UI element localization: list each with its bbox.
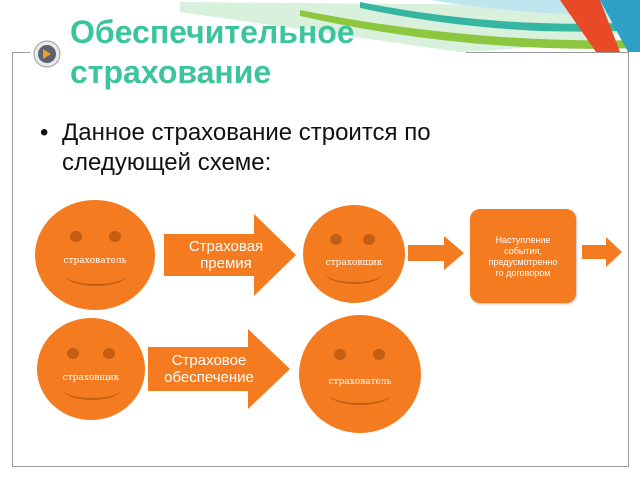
- arrow-to-event: [408, 236, 464, 270]
- arrow-from-event: [582, 237, 622, 267]
- smiley-insured-row1: страхователь: [35, 200, 155, 310]
- smiley-mouth: [329, 383, 391, 405]
- event-line-3: предусмотренно: [488, 257, 558, 267]
- arrow-label-line-1: Страховая: [188, 238, 264, 255]
- frame-border-top-right: [466, 52, 628, 53]
- smiley-insurer-row1: страховщик: [303, 205, 405, 303]
- smiley-eye-right: [363, 234, 375, 245]
- bullet-text: Данное страхование строится по следующей…: [62, 118, 542, 178]
- arrow-shape: [148, 329, 290, 409]
- event-text: Наступление события, предусмотренно го д…: [474, 235, 572, 279]
- event-line-2: события,: [504, 246, 542, 256]
- bullet-line-2: следующей схеме:: [62, 149, 272, 176]
- arrow-label-line-2: обеспечение: [164, 369, 254, 386]
- smiley-eye-right: [103, 348, 115, 359]
- smiley-insurer-row2: страховщик: [37, 318, 145, 420]
- arrow-label-line-1: Страховое: [171, 352, 247, 369]
- smiley-label: страхователь: [63, 256, 127, 266]
- smiley-eye-left: [67, 348, 79, 359]
- frame-border-left: [12, 52, 13, 467]
- page-title: Обеспечительное страхование: [70, 12, 460, 92]
- arrow-insurance-security: Страховое обеспечение: [148, 329, 290, 409]
- smiley-eye-right: [109, 231, 121, 242]
- arrow-label: Страховое обеспечение: [148, 352, 270, 386]
- bullet-line-1: Данное страхование строится по: [62, 119, 431, 146]
- smiley-mouth: [65, 264, 127, 286]
- smiley-eye-left: [330, 234, 342, 245]
- smiley-label: страхователь: [328, 377, 392, 387]
- event-box: Наступление события, предусмотренно го д…: [470, 209, 576, 303]
- smiley-eye-left: [334, 349, 346, 360]
- arrow-shape: [164, 214, 296, 296]
- arrow-badge-icon: [33, 40, 61, 68]
- decorative-swoosh: [180, 0, 640, 52]
- frame-border-top-left: [12, 52, 30, 53]
- smiley-insured-row2: страхователь: [299, 315, 421, 433]
- event-line-1: Наступление: [495, 235, 551, 245]
- title-line-1: Обеспечительное: [70, 14, 355, 50]
- frame-border-right: [628, 52, 629, 467]
- bullet-marker: •: [40, 119, 49, 146]
- smiley-mouth: [63, 378, 121, 400]
- smiley-mouth: [325, 262, 383, 284]
- arrow-label-line-2: премия: [200, 255, 252, 272]
- smiley-eye-left: [70, 231, 82, 242]
- event-line-4: го договором: [495, 268, 551, 278]
- frame-border-bottom: [12, 466, 629, 467]
- arrow-insurance-premium: Страховая премия: [164, 214, 296, 296]
- arrow-label: Страховая премия: [164, 238, 288, 272]
- title-line-2: страхование: [70, 54, 272, 90]
- smiley-eye-right: [373, 349, 385, 360]
